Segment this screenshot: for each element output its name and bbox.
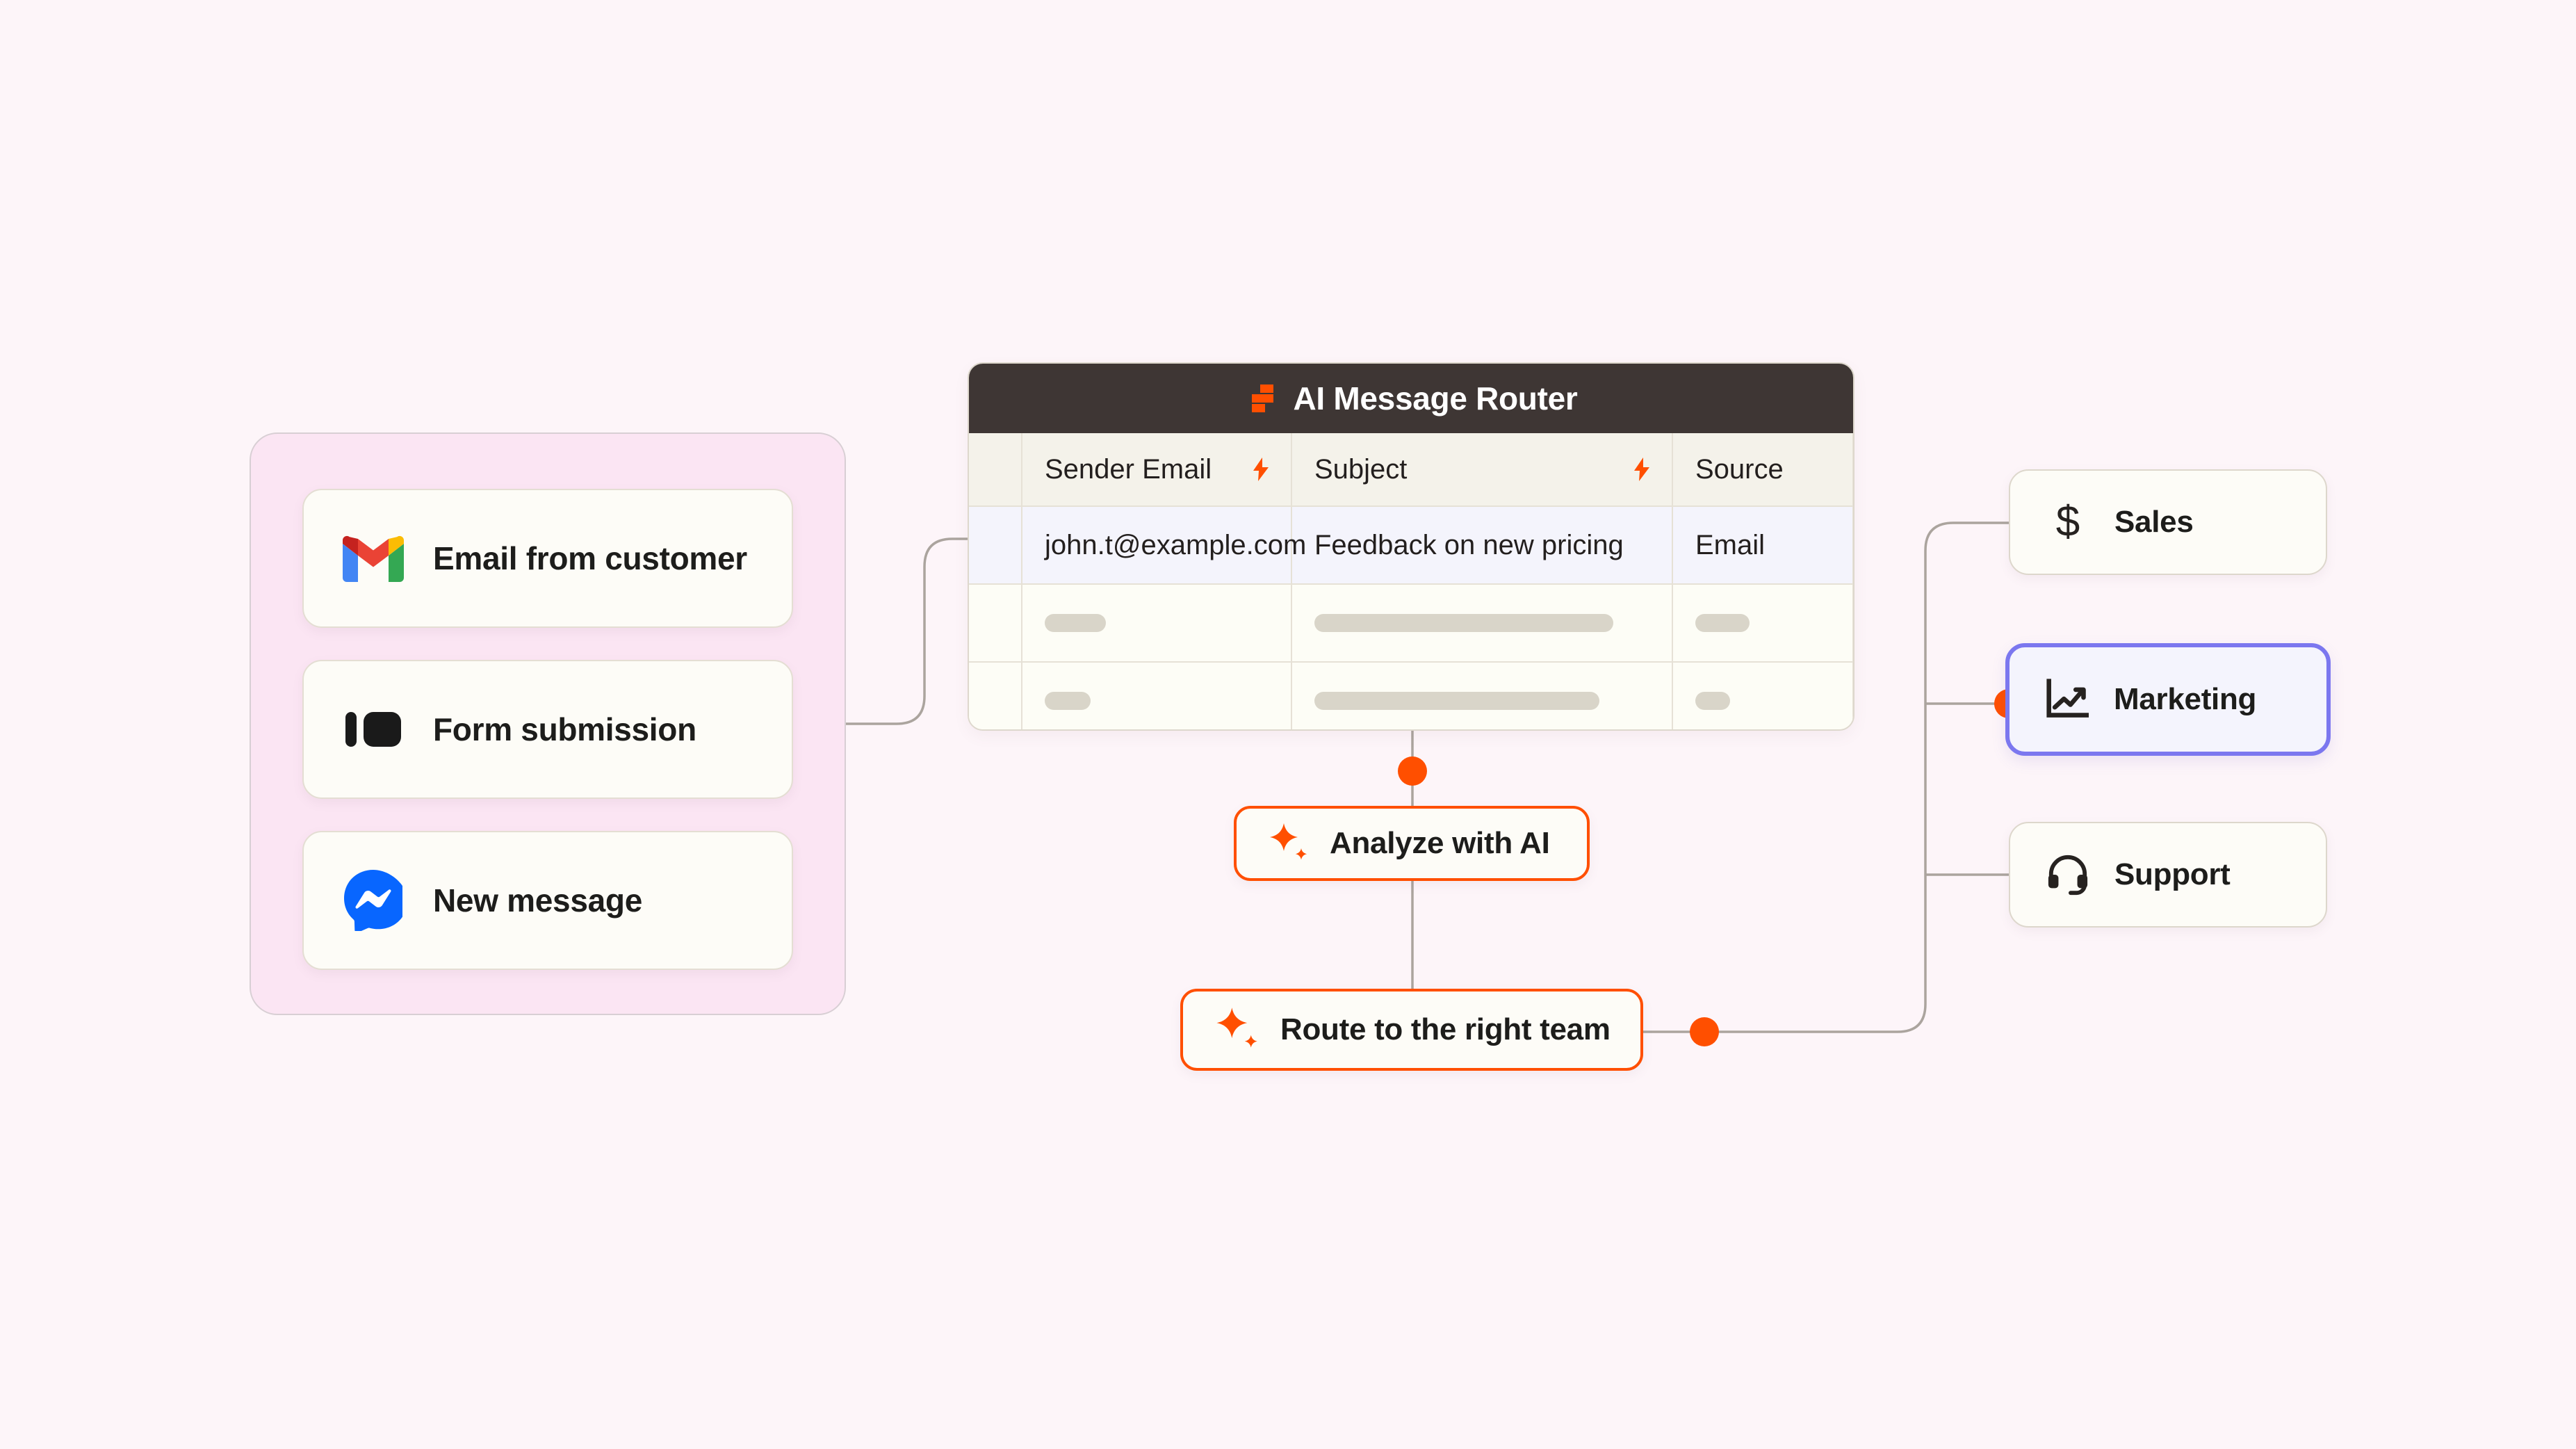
dollar-icon: $ (2046, 499, 2089, 546)
cell-sender-email (1022, 662, 1292, 729)
ai-sparkle-icon (1214, 1006, 1261, 1053)
action-label: Route to the right team (1280, 1012, 1611, 1046)
table-row[interactable] (969, 662, 1853, 729)
cell-source: Email (1672, 506, 1853, 585)
trigger-label: New message (433, 882, 642, 918)
gutter-header-cell (969, 433, 1022, 507)
ai-message-router-card: AI Message Router Sender Email (968, 362, 1854, 731)
table-row[interactable]: john.t@example.com Feedback on new prici… (969, 506, 1853, 585)
destination-card-sales[interactable]: $ Sales (2009, 469, 2327, 575)
column-label: Sender Email (1045, 453, 1212, 485)
router-table: Sender Email Subject (969, 433, 1853, 729)
wire-dot-route-output (1690, 1017, 1719, 1046)
gmail-icon (339, 524, 408, 593)
placeholder-bar (1045, 614, 1106, 632)
wire-trunk-to-sales (1924, 521, 2009, 731)
row-gutter-cell (969, 584, 1022, 663)
cell-subject (1291, 662, 1673, 729)
wire-dot-analyze-input (1398, 756, 1427, 786)
table-header-row: Sender Email Subject (969, 433, 1853, 507)
cell-source (1672, 584, 1853, 663)
typeform-icon (339, 695, 408, 764)
destination-card-support[interactable]: Support (2009, 822, 2327, 928)
line-chart-icon (2046, 678, 2089, 721)
placeholder-bar (1695, 692, 1730, 710)
svg-text:$: $ (2056, 499, 2080, 546)
cell-source (1672, 662, 1853, 729)
table-row[interactable] (969, 584, 1853, 663)
headset-icon (2046, 853, 2089, 896)
destination-label: Marketing (2114, 682, 2257, 716)
router-header: AI Message Router (969, 364, 1853, 433)
zapier-logo-icon (1244, 383, 1275, 414)
cell-sender-email: john.t@example.com (1022, 506, 1306, 585)
column-label: Subject (1314, 453, 1408, 485)
router-title: AI Message Router (1293, 380, 1578, 416)
placeholder-bar (1045, 692, 1091, 710)
messenger-icon (339, 866, 408, 935)
destination-label: Support (2114, 857, 2231, 891)
placeholder-bar (1314, 614, 1613, 632)
trigger-card-email[interactable]: Email from customer (302, 489, 793, 628)
ai-sparkle-icon (1267, 822, 1310, 865)
trigger-label: Email from customer (433, 540, 747, 576)
trigger-card-form[interactable]: Form submission (302, 660, 793, 799)
row-gutter-cell (969, 506, 1022, 585)
cell-sender-email (1022, 584, 1292, 663)
destination-label: Sales (2114, 505, 2194, 539)
column-label: Source (1695, 453, 1784, 485)
cell-subject (1291, 584, 1673, 663)
destination-card-marketing[interactable]: Marketing (2005, 643, 2331, 756)
trigger-label: Form submission (433, 711, 696, 747)
wire-route-to-trunk (1643, 731, 1927, 1033)
action-node-analyze-with-ai[interactable]: Analyze with AI (1234, 806, 1590, 881)
column-header-source[interactable]: Source (1672, 433, 1853, 507)
cell-subject: Feedback on new pricing (1291, 506, 1673, 585)
row-gutter-cell (969, 662, 1022, 729)
column-header-subject[interactable]: Subject (1291, 433, 1673, 507)
action-node-route-to-team[interactable]: Route to the right team (1180, 989, 1643, 1071)
trigger-card-message[interactable]: New message (302, 831, 793, 970)
column-header-sender-email[interactable]: Sender Email (1022, 433, 1292, 507)
action-label: Analyze with AI (1330, 826, 1550, 860)
placeholder-bar (1695, 614, 1750, 632)
bolt-icon (1633, 458, 1651, 481)
placeholder-bar (1314, 692, 1599, 710)
bolt-icon (1252, 458, 1270, 481)
